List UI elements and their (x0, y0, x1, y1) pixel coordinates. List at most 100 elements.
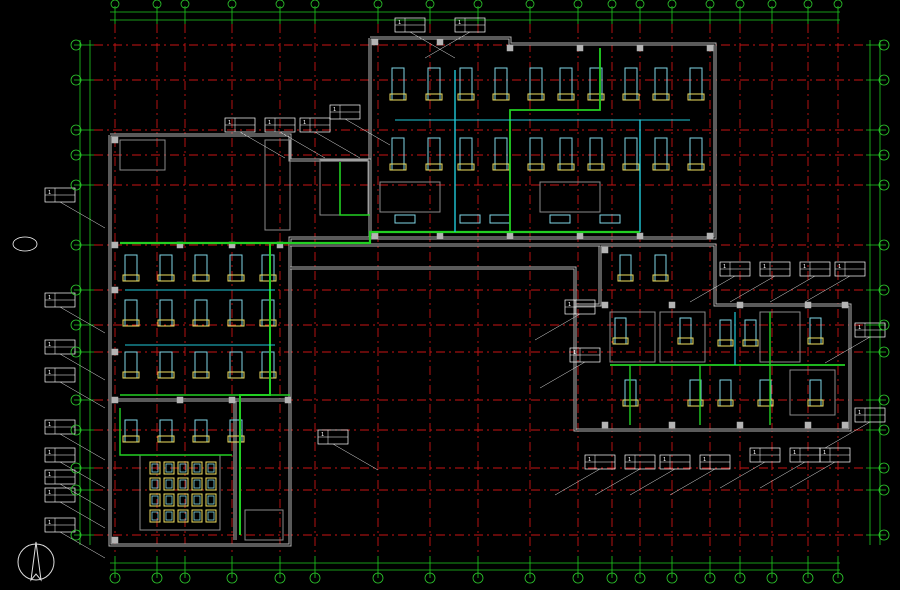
structural-column (176, 396, 184, 404)
air-handling-unit (159, 254, 173, 282)
axis-bubble-icon (878, 74, 890, 86)
ceiling-diffuser (489, 214, 511, 224)
structural-column (228, 396, 236, 404)
workstation-unit (163, 493, 175, 507)
air-terminal-icon (389, 93, 407, 101)
axis-bubble-icon (878, 319, 890, 331)
structural-column (111, 136, 119, 144)
air-terminal-icon (492, 93, 510, 101)
air-handling-unit (654, 67, 668, 101)
air-terminal-icon (677, 337, 694, 345)
room-shaft (319, 159, 369, 216)
annotation-tag-text: 1 (398, 20, 401, 26)
structural-column (736, 301, 744, 309)
axis-bubble-icon (70, 179, 82, 191)
axis-bubble-icon (666, 572, 678, 584)
air-terminal-icon (617, 274, 634, 282)
axis-bubble-icon (70, 424, 82, 436)
workstation-unit (149, 509, 161, 523)
annotation-tag-text: 1 (663, 457, 666, 463)
axis-bubble-icon (70, 484, 82, 496)
structural-column (436, 232, 444, 240)
wall-courtyard-core (290, 267, 576, 430)
axis-bubble-icon (425, 0, 435, 9)
axis-bubble-icon (878, 424, 890, 436)
axis-bubble-icon (70, 319, 82, 331)
air-handling-unit (391, 67, 405, 101)
air-handling-unit (559, 67, 573, 101)
axis-bubble-icon (634, 572, 646, 584)
air-terminal-icon (652, 93, 670, 101)
air-terminal-icon (742, 339, 759, 347)
axis-bubble-icon (424, 572, 436, 584)
air-handling-unit (494, 67, 508, 101)
annotation-leader (279, 131, 326, 159)
workstation-screen (179, 511, 187, 521)
workstation-unit (149, 477, 161, 491)
workstation-screen (207, 463, 215, 473)
air-terminal-icon (807, 399, 824, 407)
structural-column (506, 44, 514, 52)
annotation-tag-text: 1 (858, 410, 861, 416)
workstation-unit (163, 509, 175, 523)
workstation-screen (193, 479, 201, 489)
air-terminal-icon (492, 163, 510, 171)
annotation-leader (629, 468, 676, 496)
structural-column (668, 421, 676, 429)
ductwork (119, 48, 845, 535)
air-terminal-icon (457, 163, 475, 171)
room-right-d (789, 369, 836, 416)
workstation-screen (151, 495, 159, 505)
air-terminal-icon (259, 319, 277, 327)
wall-right-wing-core (574, 244, 851, 431)
axis-bubble-icon (878, 394, 890, 406)
structural-column (601, 301, 609, 309)
axis-bubble-icon (70, 394, 82, 406)
axis-bubble-icon (878, 179, 890, 191)
air-handling-unit (261, 299, 275, 327)
annotation-tag-text: 1 (588, 457, 591, 463)
workstation-unit (205, 477, 217, 491)
structural-column (601, 246, 609, 254)
air-terminal-icon (122, 435, 140, 443)
annotation-leader (59, 461, 106, 489)
axis-bubble-icon (110, 0, 120, 9)
annotation-leader (332, 443, 379, 471)
room-stair (264, 139, 291, 231)
annotation-tag-text: 1 (628, 457, 631, 463)
workstation-unit (177, 461, 189, 475)
structural-column (371, 232, 379, 240)
ceiling-diffuser (549, 214, 571, 224)
air-terminal-icon (122, 319, 140, 327)
annotation-leader (344, 118, 391, 146)
structural-column (668, 301, 676, 309)
annotation-leader (824, 421, 871, 449)
axis-bubble-icon (70, 462, 82, 474)
axis-bubble-icon (70, 239, 82, 251)
air-handling-unit (159, 299, 173, 327)
air-handling-unit (159, 351, 173, 379)
annotation-leader (239, 131, 286, 159)
workstation-screen (207, 495, 215, 505)
wall-lower-room (115, 398, 237, 540)
structural-column (576, 44, 584, 52)
annotation-tag-text: 1 (228, 120, 231, 126)
axis-bubble-icon (878, 462, 890, 474)
structural-column (841, 421, 849, 429)
axis-bubble-icon (70, 149, 82, 161)
annotation-leader (594, 468, 641, 496)
air-handling-unit (124, 351, 138, 379)
air-terminal-icon (157, 371, 175, 379)
axis-bubble-icon (473, 0, 483, 9)
air-handling-unit (261, 351, 275, 379)
structural-column (706, 232, 714, 240)
structural-column (111, 286, 119, 294)
axis-bubble-icon (274, 572, 286, 584)
air-terminal-icon (687, 399, 704, 407)
workstation-screen (179, 495, 187, 505)
air-handling-unit (619, 254, 632, 282)
air-terminal-icon (557, 163, 575, 171)
air-terminal-icon (622, 93, 640, 101)
axis-bubble-icon (309, 572, 321, 584)
dimension-lines (74, 6, 886, 578)
